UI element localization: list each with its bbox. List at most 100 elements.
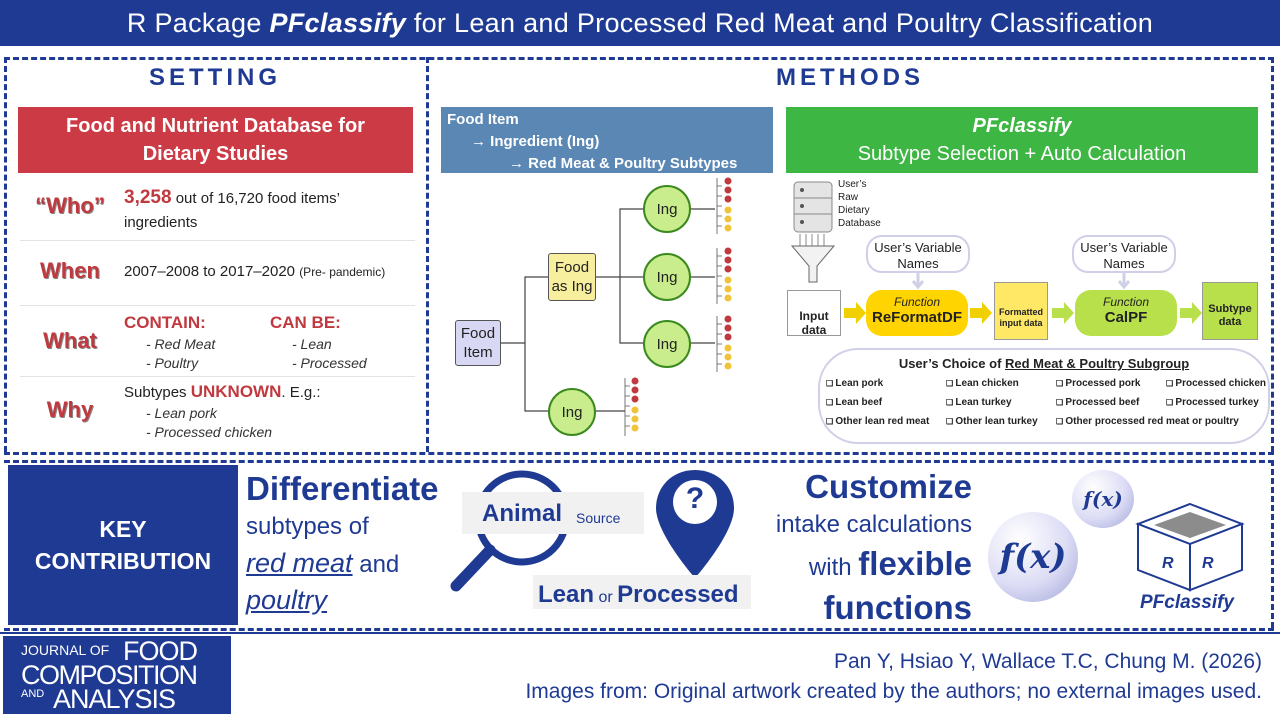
hierarchy-line3: → Red Meat & Poultry Subtypes xyxy=(509,155,738,172)
subtype-data-box: Subtype data xyxy=(1202,282,1258,340)
frame-right xyxy=(1271,57,1274,452)
who-count: 3,258 xyxy=(124,187,172,208)
subgroup-title-pre: User’s Choice of xyxy=(898,356,1006,371)
journal-logo: JOURNAL OF FOOD COMPOSITION AND ANALYSIS xyxy=(3,636,231,714)
function-label: Function xyxy=(893,295,941,309)
subgroup-option[interactable]: Lean pork xyxy=(826,378,883,389)
lean-text: Lean xyxy=(538,581,595,608)
question-mark: ? xyxy=(685,482,705,515)
processed-text: Processed xyxy=(617,581,739,608)
image-credit: Images from: Original artwork created by… xyxy=(525,680,1262,703)
flexible-text: flexible xyxy=(858,545,972,582)
calpf-name: CalPF xyxy=(1104,309,1148,326)
subtype-markers xyxy=(716,177,732,372)
database-icon xyxy=(790,181,836,283)
why-label: Why xyxy=(46,397,94,422)
subgroup-panel: User’s Choice of Red Meat & Poultry Subg… xyxy=(818,348,1270,444)
lean-or-processed: Lean or Processed xyxy=(538,581,739,609)
subgroup-option[interactable]: Processed beef xyxy=(1056,397,1139,408)
db-caption-line: Dietary xyxy=(838,205,870,216)
contain-poultry: - Poultry xyxy=(146,355,199,371)
db-caption-line: User’s xyxy=(838,179,867,190)
red-meat-text: red meat xyxy=(246,548,353,578)
customize-heading: Customize xyxy=(805,468,972,505)
database-caption: User’s Raw Dietary Database xyxy=(838,178,881,230)
with-text: with xyxy=(808,554,859,581)
subgroup-option[interactable]: Other lean red meat xyxy=(826,416,929,427)
subgroup-title: User’s Choice of Red Meat & Poultry Subg… xyxy=(820,356,1268,371)
author-citation: Pan Y, Hsiao Y, Wallace T.C, Chung M. (2… xyxy=(833,650,1262,673)
title-bar: R Package PFclassify for Lean and Proces… xyxy=(0,0,1280,46)
subgroup-option[interactable]: Lean chicken xyxy=(946,378,1018,389)
pfclassify-logo-text: PFclassify xyxy=(1140,592,1234,613)
canbe-label: CAN BE: xyxy=(270,313,341,332)
canbe-processed: - Processed xyxy=(292,355,367,371)
subgroup-option[interactable]: Lean turkey xyxy=(946,397,1011,408)
what-label: What xyxy=(43,328,97,353)
tree-ing-2: Ing xyxy=(643,253,691,301)
subtypes-of-text: subtypes of xyxy=(246,513,369,540)
intake-calculations-text: intake calculations xyxy=(775,511,972,538)
database-line2: Dietary Studies xyxy=(142,143,289,165)
why-unknown: UNKNOWN xyxy=(190,382,282,401)
formatted-input-box: Formatted input data xyxy=(994,282,1048,340)
subgroup-option[interactable]: Processed turkey xyxy=(1166,397,1258,408)
contain-label: CONTAIN: xyxy=(124,313,206,332)
who-text2: ingredients xyxy=(124,214,198,231)
db-caption-line: Raw xyxy=(838,192,859,203)
when-text: 2007–2008 to 2017–2020 (Pre- pandemic) xyxy=(124,263,385,280)
subgroup-option[interactable]: Processed pork xyxy=(1056,378,1140,389)
pfclassify-subtitle: Subtype Selection + Auto Calculation xyxy=(857,143,1187,165)
frame-key-bottom xyxy=(4,628,1274,631)
who-label: “Who” xyxy=(35,193,105,218)
subgroup-option[interactable]: Lean beef xyxy=(826,397,882,408)
subgroup-option[interactable]: Other lean turkey xyxy=(946,416,1037,427)
source-text: Source xyxy=(576,510,621,526)
with-flexible-line: with flexible xyxy=(740,545,972,583)
bubble-arrows xyxy=(911,272,1131,290)
journal-analysis: ANALYSIS xyxy=(53,684,176,714)
pfclassify-title: PFclassify xyxy=(972,115,1072,137)
function-sphere-small: f(x) xyxy=(1072,470,1134,528)
contain-red-meat: - Red Meat xyxy=(146,336,216,352)
pfclassify-header: PFclassify Subtype Selection + Auto Calc… xyxy=(786,107,1258,173)
why-text: Subtypes UNKNOWN. E.g.: xyxy=(124,382,321,402)
when-range: 2007–2008 to 2017–2020 xyxy=(124,263,300,280)
journal-composition: COMPOSITION xyxy=(21,660,198,690)
frame-key-right xyxy=(1271,460,1274,628)
tree-ing-1: Ing xyxy=(643,185,691,233)
row-divider xyxy=(20,240,415,241)
footer-rule xyxy=(0,632,1280,634)
subtype-markers-lower xyxy=(624,377,639,436)
subgroup-option[interactable]: Processed chicken xyxy=(1166,378,1266,389)
who-text: 3,258 out of 16,720 food items’ ingredie… xyxy=(124,186,414,235)
differentiate-heading: Differentiate xyxy=(246,470,439,507)
frame-left xyxy=(4,57,7,452)
frame-top xyxy=(4,57,1274,60)
hierarchy-line1: Food Item xyxy=(447,111,519,128)
title-prefix: R Package xyxy=(126,7,270,38)
lean-processed-bg xyxy=(533,575,751,609)
subgroup-option[interactable]: Other processed red meat or poultry xyxy=(1056,416,1238,427)
tree-food-item: Food Item xyxy=(455,320,501,366)
db-caption-line: Database xyxy=(838,218,881,229)
animal-text: Animal xyxy=(482,500,563,527)
journal-and: AND xyxy=(21,688,45,700)
variable-names-bubble-2: User’s Variable Names xyxy=(1072,235,1176,273)
reformatdf-function: Function ReFormatDF xyxy=(866,290,968,336)
why-example-2: - Processed chicken xyxy=(146,424,273,440)
input-data-box: Input data xyxy=(787,290,841,337)
subgroup-title-u: Red Meat & Poultry Subgroup xyxy=(1005,356,1190,371)
row-divider xyxy=(20,376,415,377)
function-sphere-large: f(x) xyxy=(988,512,1078,602)
animal-source-bg xyxy=(462,492,644,534)
why-example-1: - Lean pork xyxy=(146,405,217,421)
why-text2: . E.g.: xyxy=(281,384,321,401)
hierarchy-header: Food Item → Ingredient (Ing) → Red Meat … xyxy=(441,107,773,173)
canbe-lean: - Lean xyxy=(292,336,332,352)
variable-names-bubble-1: User’s Variable Names xyxy=(866,235,970,273)
tree-ing-4: Ing xyxy=(548,388,596,436)
functions-text: functions xyxy=(823,589,972,626)
and-text: and xyxy=(352,551,400,578)
tree-connectors xyxy=(500,208,715,412)
